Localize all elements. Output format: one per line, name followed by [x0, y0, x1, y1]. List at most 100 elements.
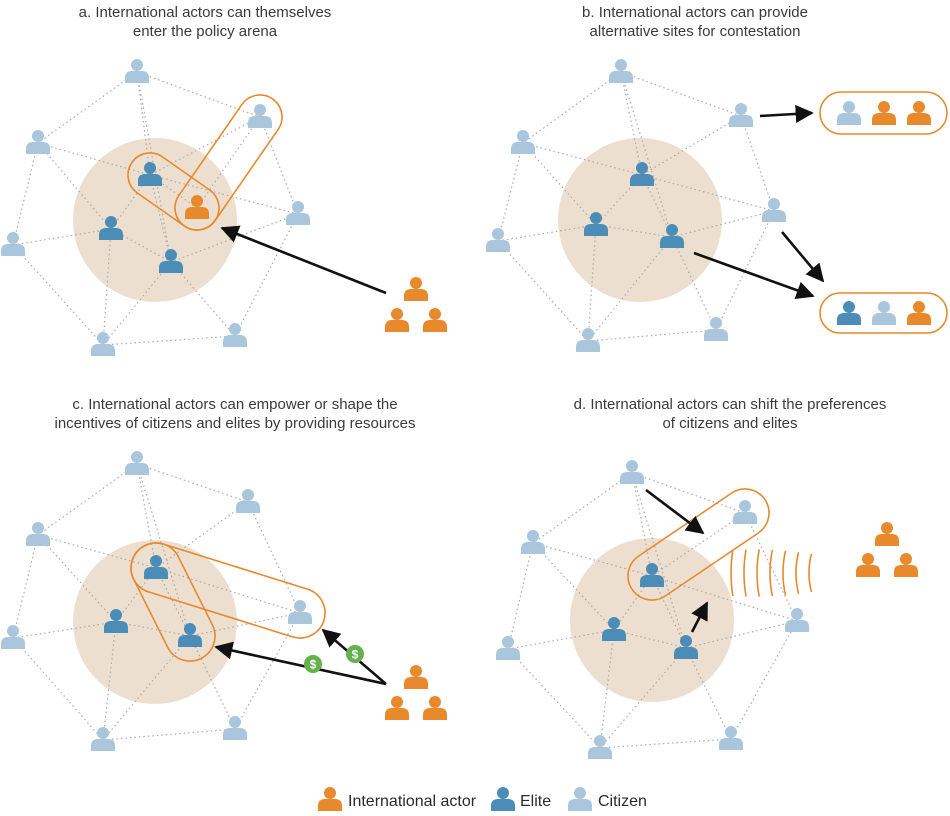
- alternative-site-2: [819, 292, 948, 334]
- elite-icon: [104, 609, 128, 633]
- citizen-icon: [223, 323, 247, 347]
- legend-elite-icon: [491, 787, 515, 811]
- international-actor-icon: [423, 308, 447, 332]
- elite-icon: [159, 249, 183, 273]
- citizen-icon: [288, 600, 312, 624]
- citizen-icon: [511, 130, 535, 154]
- citizen-icon: [1, 625, 25, 649]
- network-edge-a: [149, 116, 261, 176]
- caption-b-line1: b. International actors can provide: [582, 4, 808, 21]
- network-edge-d: [685, 647, 732, 740]
- citizen-icon: [620, 460, 644, 484]
- signal-wave: [808, 553, 813, 593]
- citizen-icon: [486, 228, 510, 252]
- citizen-icon: [588, 735, 612, 759]
- citizen-icon: [91, 332, 115, 356]
- international-actor-icon: [894, 553, 918, 577]
- signal-waves-icon: [730, 549, 813, 597]
- arrow-to-alt-site-2b: [693, 251, 815, 299]
- dollar-coin-icon: [304, 655, 322, 673]
- network-edge-d: [730, 620, 798, 740]
- elite-icon: [602, 617, 626, 641]
- arrow-enter-arena: [220, 225, 387, 295]
- elite-icon: [584, 212, 608, 236]
- signal-wave: [782, 550, 787, 596]
- arrow-to-alt-site-1: [759, 104, 814, 124]
- international-actor-icon: [856, 553, 880, 577]
- legend-label-international: International actor: [348, 793, 477, 810]
- international-actor-group-a: [385, 277, 447, 332]
- network-edge-b: [595, 224, 673, 238]
- arrow-to-alt-site-2a: [781, 231, 825, 283]
- citizen-icon: [609, 59, 633, 83]
- citizen-icon: [26, 522, 50, 546]
- international-actor-icon: [907, 301, 931, 325]
- network-edge-a: [170, 261, 236, 337]
- network-edge-a: [259, 116, 299, 215]
- citizen-icon: [521, 530, 545, 554]
- policy-arena-a: [73, 138, 237, 302]
- network-edge-d: [507, 648, 601, 749]
- citizen-icon: [1, 232, 25, 256]
- network-edge-b: [497, 224, 597, 242]
- arrow-resources-elite: [214, 641, 387, 686]
- network-edge-a: [102, 335, 236, 346]
- network-edge-c: [189, 635, 236, 730]
- network-edge-a: [102, 228, 112, 346]
- caption-a-line1: a. International actors can themselves: [78, 4, 332, 21]
- network-edge-c: [12, 621, 117, 639]
- network-edge-a: [234, 213, 299, 337]
- network-edge-c: [37, 463, 138, 536]
- network-edge-a: [136, 71, 261, 118]
- legend-label-elite: Elite: [520, 793, 552, 810]
- network-edge-a: [12, 228, 112, 246]
- network-edge-a: [149, 174, 198, 209]
- dollar-sign: $: [310, 658, 317, 672]
- network-edge-c: [136, 463, 249, 503]
- elite-icon: [138, 162, 162, 186]
- citizen-icon: [26, 130, 50, 154]
- network-edge-d: [613, 629, 687, 649]
- money-resource-2: $: [346, 645, 364, 663]
- signal-wave: [743, 549, 747, 597]
- network-edge-a: [37, 142, 112, 230]
- caption-c-line1: c. International actors can empower or s…: [72, 396, 398, 413]
- policy-arena-b: [558, 138, 722, 302]
- caption-c-line2: incentives of citizens and elites by pro…: [54, 415, 416, 432]
- caption-panel-d: d. International actors can shift the pr…: [540, 395, 920, 433]
- arrow-shift-elite: [690, 601, 709, 633]
- network-edge-d: [613, 575, 653, 631]
- citizen-icon: [837, 101, 861, 125]
- citizen-icon: [719, 726, 743, 750]
- network-edge-c: [247, 501, 301, 614]
- international-actor-group-c: [385, 665, 447, 720]
- network-edge-c: [12, 534, 39, 639]
- network-edge-b: [620, 71, 673, 238]
- elite-icon: [144, 555, 168, 579]
- citizen-icon: [785, 608, 809, 632]
- international-actor-group-d: [856, 522, 918, 577]
- network-edge-d: [651, 575, 798, 622]
- legend-label-citizen: Citizen: [598, 793, 647, 810]
- arrow-shift-citizen: [645, 488, 705, 535]
- network-edge-d: [631, 472, 746, 514]
- international-actor-icon: [872, 101, 896, 125]
- caption-panel-b: b. International actors can provide alte…: [530, 3, 860, 41]
- elite-icon: [837, 301, 861, 325]
- network-edge-b: [587, 329, 717, 342]
- network-edge-c: [234, 612, 301, 730]
- caption-panel-a: a. International actors can themselves e…: [40, 3, 370, 41]
- caption-b-line2: alternative sites for contestation: [589, 23, 801, 40]
- elite-icon: [674, 635, 698, 659]
- citizen-icon: [236, 489, 260, 513]
- citizen-icon: [248, 104, 272, 128]
- network-edge-c: [102, 621, 117, 741]
- network-edge-c: [136, 463, 191, 637]
- international-actor-icon: [423, 696, 447, 720]
- citizen-icon: [223, 716, 247, 740]
- caption-panel-c: c. International actors can empower or s…: [10, 395, 460, 433]
- signal-wave: [756, 549, 761, 597]
- network-edge-b: [522, 142, 597, 226]
- network-edge-d: [685, 620, 798, 649]
